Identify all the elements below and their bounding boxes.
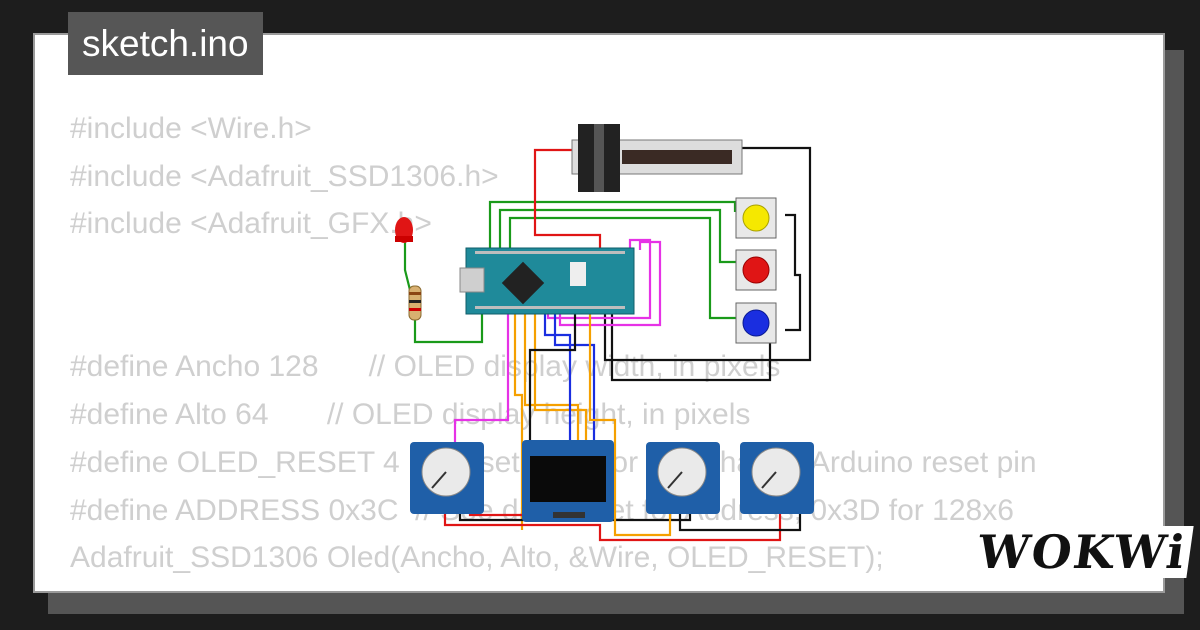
arduino-nano-board[interactable]: [459, 247, 635, 315]
code-line: #include <Wire.h>: [70, 112, 312, 145]
red-led[interactable]: [395, 217, 413, 243]
code-line: #include <Adafruit_SSD1306.h>: [70, 159, 499, 193]
yellow-pushbutton[interactable]: [735, 197, 777, 239]
blue-pushbutton[interactable]: [735, 302, 777, 344]
rotary-potentiometer-1[interactable]: [410, 442, 484, 514]
wire-green: [413, 312, 484, 344]
wire-magenta: [558, 240, 662, 327]
code-line: Adafruit_SSD1306 Oled(Ancho, Alto, &Wire…: [70, 541, 884, 575]
wire-green: [403, 240, 412, 291]
wire-green: [498, 208, 738, 264]
file-tab[interactable]: sketch.ino: [68, 12, 263, 75]
code-line: #include <Adafruit_GFX.h>: [70, 207, 432, 241]
rotary-potentiometer-3[interactable]: [740, 442, 814, 514]
red-pushbutton[interactable]: [735, 249, 777, 291]
wire-magenta: [546, 238, 652, 320]
wire-blue: [543, 312, 572, 442]
wire-green: [508, 216, 738, 320]
wire-black: [603, 146, 812, 362]
wire-black: [785, 213, 802, 332]
code-line: #define Alto 64 // OLED display height, …: [70, 398, 751, 432]
resistor: [408, 285, 422, 321]
wire-orange: [523, 312, 580, 442]
wire-green: [488, 200, 737, 250]
oled-display[interactable]: [522, 440, 614, 522]
rotary-potentiometer-2[interactable]: [646, 442, 720, 514]
wokwi-logo: WOKWi: [970, 525, 1195, 579]
wire-orange: [588, 310, 672, 537]
wire-orange: [513, 312, 524, 530]
wire-orange: [533, 312, 588, 442]
wire-black: [678, 505, 802, 532]
wire-red: [443, 505, 782, 542]
wire-black: [610, 310, 772, 382]
slide-potentiometer[interactable]: [571, 124, 743, 192]
wire-black: [528, 312, 577, 440]
